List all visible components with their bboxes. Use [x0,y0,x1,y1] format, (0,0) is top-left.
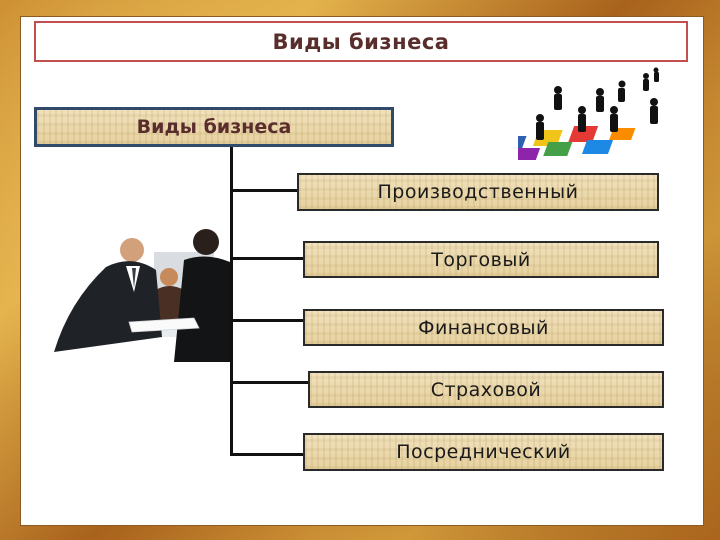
business-people-photo [34,222,230,362]
connector-line-3 [230,319,305,322]
title-box: Виды бизнеса [34,21,688,62]
connector-vertical-line [230,147,233,455]
diagram-node-label: Производственный [377,181,579,203]
diagram-node-label: Посреднический [396,441,571,463]
page-title: Виды бизнеса [272,29,450,54]
diagram-node-5: Посреднический [303,433,664,471]
diagram-node-label: Торговый [431,248,531,271]
connector-line-4 [230,381,310,384]
diagram-node-4: Страховой [308,371,664,408]
connector-line-1 [230,189,299,192]
puzzle-pieces [518,126,636,160]
connector-line-5 [230,453,305,456]
diagram-root-label: Виды бизнеса [136,116,292,138]
diagram-node-1: Производственный [297,173,659,211]
diagram-node-3: Финансовый [303,309,664,346]
people-silhouettes [536,67,659,140]
diagram-node-label: Финансовый [418,316,549,339]
diagram-node-2: Торговый [303,241,659,278]
puzzle-people-illustration [518,67,659,160]
connector-line-2 [230,257,305,260]
diagram-node-label: Страховой [430,378,542,401]
diagram-root-node: Виды бизнеса [34,107,394,147]
